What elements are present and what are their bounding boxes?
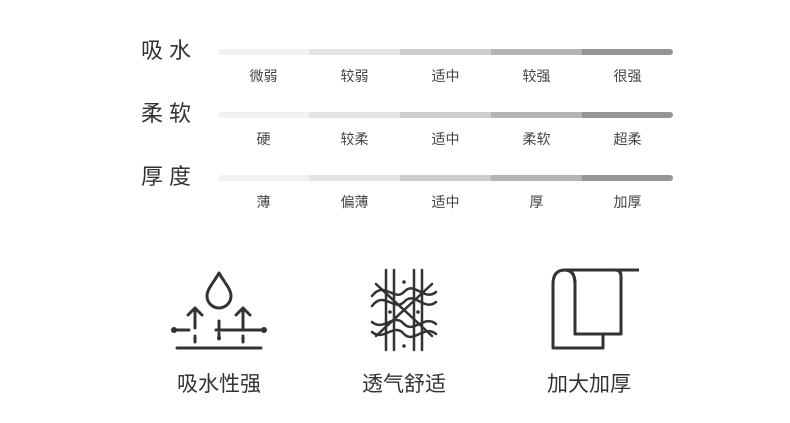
scale-labels: 微弱 较弱 适中 较强 很强 xyxy=(218,68,673,86)
scale-segment xyxy=(309,49,400,55)
scale-segment xyxy=(309,175,400,181)
scale-level-label: 微弱 xyxy=(249,69,278,85)
breathable-weave-icon xyxy=(370,268,438,352)
scale-segment xyxy=(491,112,582,118)
scale-segment xyxy=(309,112,400,118)
scale-segment xyxy=(218,49,309,55)
scale-level-label: 较柔 xyxy=(340,132,369,148)
attribute-label: 柔软 xyxy=(141,102,198,127)
scale-level-label: 较弱 xyxy=(340,69,369,85)
scale-level-label: 加厚 xyxy=(613,195,642,211)
feature-label: 吸水性强 xyxy=(177,372,261,396)
feature-absorbent: 吸水性强 xyxy=(129,262,309,407)
attribute-row-thickness: 厚度 薄 偏薄 适中 厚 加厚 xyxy=(0,164,790,224)
attribute-row-absorbency: 吸水 微弱 较弱 适中 较强 很强 xyxy=(0,38,790,98)
scale-labels: 硬 较柔 适中 柔软 超柔 xyxy=(218,131,673,149)
scale-segment xyxy=(400,112,491,118)
scale-level-label: 硬 xyxy=(256,132,271,148)
scale-level-label: 薄 xyxy=(256,195,271,211)
scale-segment xyxy=(400,49,491,55)
scale-level-label: 适中 xyxy=(431,132,460,148)
thick-towel-icon xyxy=(551,268,639,350)
feature-label: 透气舒适 xyxy=(362,372,446,396)
attribute-label: 吸水 xyxy=(141,39,198,64)
feature-breathable: 透气舒适 xyxy=(314,262,494,407)
scale-segment xyxy=(218,112,309,118)
scale-segment xyxy=(400,175,491,181)
scale-level-label: 柔软 xyxy=(522,132,551,148)
scale-level-label: 超柔 xyxy=(613,132,642,148)
scale-segment xyxy=(582,175,673,181)
scale-bar xyxy=(218,112,673,118)
scale-level-label: 偏薄 xyxy=(340,195,369,211)
scale-level-label: 适中 xyxy=(431,69,460,85)
scale-segment xyxy=(218,175,309,181)
scale-bar xyxy=(218,175,673,181)
water-absorption-icon xyxy=(171,271,267,350)
attribute-row-softness: 柔软 硬 较柔 适中 柔软 超柔 xyxy=(0,101,790,161)
feature-label: 加大加厚 xyxy=(547,372,631,396)
scale-level-label: 很强 xyxy=(613,69,642,85)
scale-segment xyxy=(582,112,673,118)
scale-labels: 薄 偏薄 适中 厚 加厚 xyxy=(218,194,673,212)
attribute-label: 厚度 xyxy=(141,165,198,190)
scale-level-label: 厚 xyxy=(529,195,544,211)
scale-level-label: 较强 xyxy=(522,69,551,85)
scale-bar xyxy=(218,49,673,55)
scale-level-label: 适中 xyxy=(431,195,460,211)
scale-segment xyxy=(491,175,582,181)
scale-segment xyxy=(582,49,673,55)
feature-thick: 加大加厚 xyxy=(499,262,679,407)
scale-segment xyxy=(491,49,582,55)
